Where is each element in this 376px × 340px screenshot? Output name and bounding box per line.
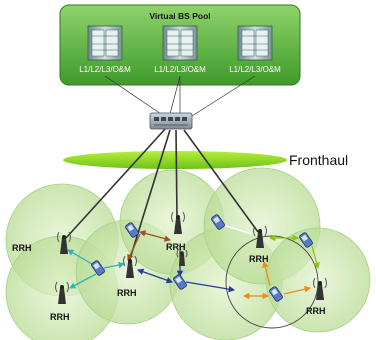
- rrh-labels: RRH RRH RRH RRH RRH RRH: [12, 242, 326, 322]
- phone-2-icon: [91, 260, 105, 276]
- link-cyan-2: [103, 261, 126, 269]
- rrh-5-antenna-icon: [55, 281, 69, 304]
- link-cyan-1: [67, 249, 93, 265]
- phone-1-icon: [125, 222, 139, 238]
- rrh-1-antenna-icon: [57, 231, 71, 254]
- server-rack-3: L1/L2/L3/O&M: [229, 25, 281, 74]
- link-cyan-3: [69, 273, 97, 289]
- phone-5-icon: [269, 286, 283, 302]
- rrh-antennas: [55, 211, 327, 304]
- link-brown-2: [127, 233, 141, 261]
- fronthaul-label: Fronthaul: [289, 152, 348, 168]
- link-lime-2: [311, 245, 320, 270]
- rrh-label-6: RRH: [306, 306, 326, 316]
- switch-icon: [149, 112, 193, 130]
- server-rack-1: L1/L2/L3/O&M: [79, 25, 131, 74]
- server-3-label: L1/L2/L3/O&M: [229, 65, 281, 74]
- fronthaul-links: [65, 127, 259, 263]
- rrh-7-antenna-icon: [313, 277, 327, 300]
- virtual-bs-pool: Virtual BS Pool L1/L2/L3/O&M L1/L2/L3/O&…: [59, 4, 301, 86]
- rrh-label-1: RRH: [12, 243, 32, 253]
- link-orange-2: [283, 286, 312, 295]
- pool-switch-links: [104, 75, 256, 117]
- rrh-label-2: RRH: [117, 288, 137, 298]
- phone-3-icon: [173, 274, 187, 290]
- link-white-1: [225, 225, 253, 235]
- rrh-2-antenna-icon: [123, 255, 137, 278]
- mobile-phones: [91, 214, 313, 302]
- rrh-6-antenna-icon: [176, 249, 188, 266]
- phone-4-icon: [211, 214, 225, 230]
- rrh-label-5: RRH: [50, 312, 70, 322]
- server-1-label: L1/L2/L3/O&M: [79, 65, 131, 74]
- rrh-label-3: RRH: [166, 242, 186, 252]
- radio-links: [67, 225, 320, 300]
- rrh-label-4: RRH: [249, 254, 269, 264]
- rrh-4-antenna-icon: [253, 225, 267, 248]
- link-blue-2: [185, 281, 236, 293]
- phone-6-icon: [299, 232, 313, 248]
- rrh-3-antenna-icon: [171, 211, 185, 234]
- link-orange-3: [262, 260, 271, 287]
- link-blue-1: [136, 268, 174, 284]
- server-rack-2: L1/L2/L3/O&M: [154, 25, 206, 74]
- fronthaul-band: [63, 151, 287, 169]
- server-2-label: L1/L2/L3/O&M: [154, 65, 206, 74]
- pool-title: Virtual BS Pool: [149, 11, 210, 21]
- link-brown-1: [138, 230, 172, 242]
